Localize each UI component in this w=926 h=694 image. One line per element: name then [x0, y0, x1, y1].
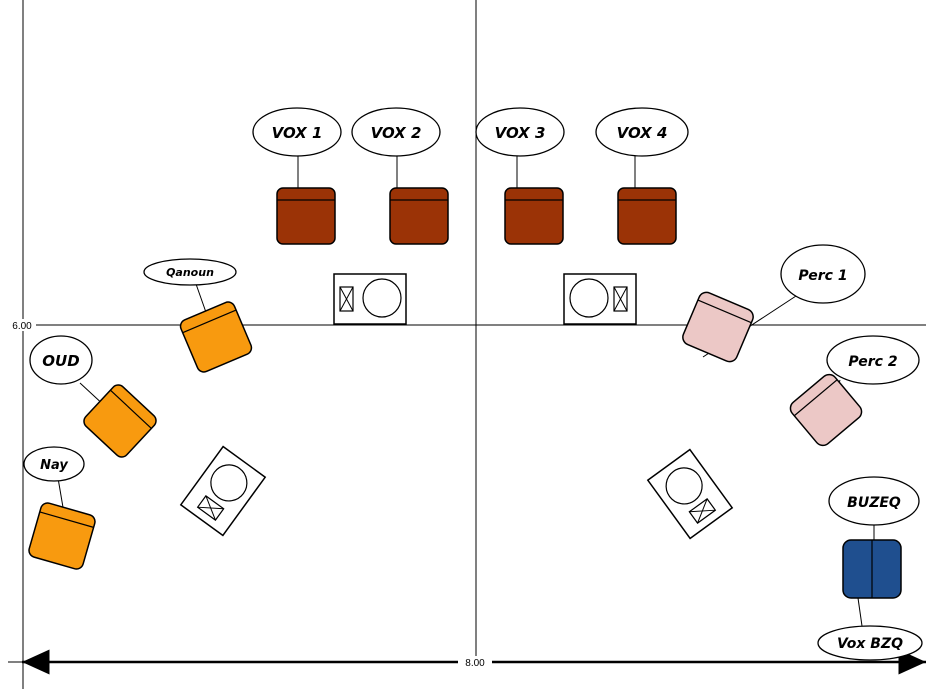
vox1-seat[interactable] — [276, 187, 336, 245]
dimension-horizontal: 8.00 — [465, 658, 485, 669]
oud-label: OUD — [42, 352, 79, 370]
perc2-label: Perc 2 — [848, 354, 897, 370]
vox1-label: VOX 1 — [272, 124, 323, 142]
vox2-seat[interactable] — [389, 187, 449, 245]
perc2-group[interactable]: Perc 2 — [787, 335, 920, 449]
perc1-label: Perc 1 — [798, 268, 847, 284]
voxbzq-bubble — [817, 625, 923, 661]
perc1-bubble — [780, 244, 866, 304]
vox2-label: VOX 2 — [371, 124, 422, 142]
nay-bubble — [23, 446, 85, 482]
monitor-wedge-lower-right[interactable] — [646, 448, 734, 540]
qanoun-label: Qanoun — [166, 266, 214, 279]
vox4-seat[interactable] — [617, 187, 677, 245]
perc2-bubble — [826, 335, 920, 385]
voxbzq-group[interactable]: Vox BZQ — [817, 625, 923, 661]
perc2-seat[interactable] — [787, 371, 865, 448]
monitor-wedge-right[interactable] — [563, 273, 637, 325]
vox1-bubble — [252, 107, 342, 157]
perc1-group[interactable]: Perc 1 — [680, 244, 866, 364]
vox4-group[interactable]: VOX 4 — [595, 107, 689, 245]
buzeq-bubble — [828, 476, 920, 526]
perc1-seat[interactable] — [680, 290, 755, 364]
oud-group[interactable]: OUD — [29, 335, 159, 460]
vox2-bubble — [351, 107, 441, 157]
nay-group[interactable]: Nay — [23, 446, 97, 571]
qanoun-seat[interactable] — [178, 300, 253, 374]
qanoun-bubble — [143, 258, 237, 286]
monitor-wedge-lower-left[interactable] — [179, 445, 267, 537]
monitor-wedge-left[interactable] — [333, 273, 407, 325]
vox3-bubble — [475, 107, 565, 157]
buzeq-group[interactable]: BUZEQ — [828, 476, 920, 627]
vox4-bubble — [595, 107, 689, 157]
vox3-seat[interactable] — [504, 187, 564, 245]
vox2-group[interactable]: VOX 2 — [351, 107, 449, 245]
oud-bubble — [29, 335, 93, 385]
nay-seat[interactable] — [27, 501, 96, 570]
vox4-label: VOX 4 — [617, 124, 668, 142]
voxbzq-label: Vox BZQ — [837, 636, 903, 652]
vox3-label: VOX 3 — [495, 124, 546, 142]
vox1-group[interactable]: VOX 1 — [252, 107, 342, 245]
qanoun-group[interactable]: Qanoun — [143, 258, 254, 374]
oud-seat[interactable] — [81, 382, 159, 460]
vox3-group[interactable]: VOX 3 — [475, 107, 565, 245]
nay-label: Nay — [40, 458, 68, 473]
dimension-vertical: 6.00 — [12, 321, 32, 332]
buzeq-label: BUZEQ — [847, 495, 901, 511]
